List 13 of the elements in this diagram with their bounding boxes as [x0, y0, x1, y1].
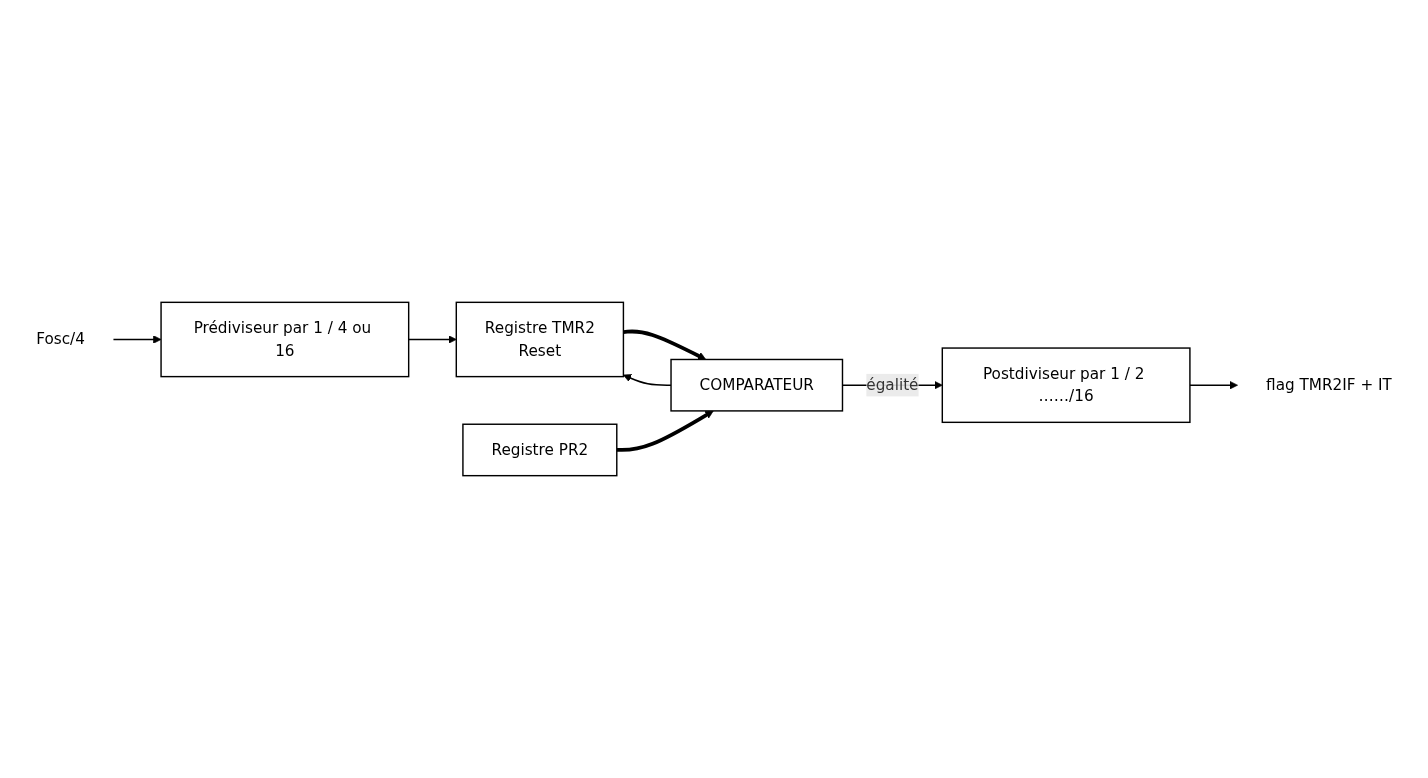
node-box: Postdiviseur par 1 / 2 ……/16	[941, 347, 1191, 424]
node-box: Registre PR2	[462, 423, 618, 477]
node-text: Fosc/4	[36, 329, 85, 349]
node-box: COMPARATEUR	[670, 358, 844, 412]
arrow	[1189, 381, 1238, 390]
arrow	[623, 329, 707, 360]
arrow	[112, 335, 162, 344]
arrow	[616, 410, 714, 452]
node-box: Registre TMR2 Reset	[455, 301, 625, 378]
arrow	[623, 374, 672, 386]
node-text: flag TMR2IF + IT	[1266, 375, 1392, 394]
node-box: Prédiviseur par 1 / 4 ou 16	[160, 301, 410, 378]
edge-label: égalité	[866, 375, 919, 394]
